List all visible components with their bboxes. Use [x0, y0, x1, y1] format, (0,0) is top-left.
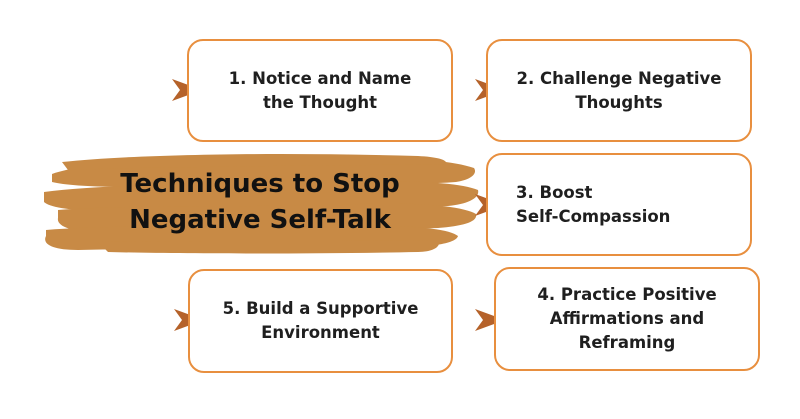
- step-card-self-compassion: 3. Boost Self-Compassion: [486, 153, 752, 256]
- step-label: 5. Build a Supportive Environment: [222, 299, 419, 342]
- diagram-title: Techniques to Stop Negative Self-Talk: [120, 169, 400, 235]
- step-card-challenge: 2. Challenge Negative Thoughts: [486, 39, 752, 142]
- step-label: 3. Boost Self-Compassion: [516, 182, 671, 226]
- step-card-supportive-environment: 5. Build a Supportive Environment: [188, 269, 453, 373]
- step-label: 4. Practice Positive Affirmations and Re…: [537, 285, 717, 352]
- brush-stroke-background: [44, 154, 479, 254]
- step-card-notice: 1. Notice and Name the Thought: [187, 39, 453, 142]
- step-label: 2. Challenge Negative Thoughts: [516, 68, 722, 112]
- step-label: 1. Notice and Name the Thought: [228, 68, 412, 112]
- arrow-icon: [475, 309, 505, 331]
- step-card-affirmations: 4. Practice Positive Affirmations and Re…: [494, 267, 760, 371]
